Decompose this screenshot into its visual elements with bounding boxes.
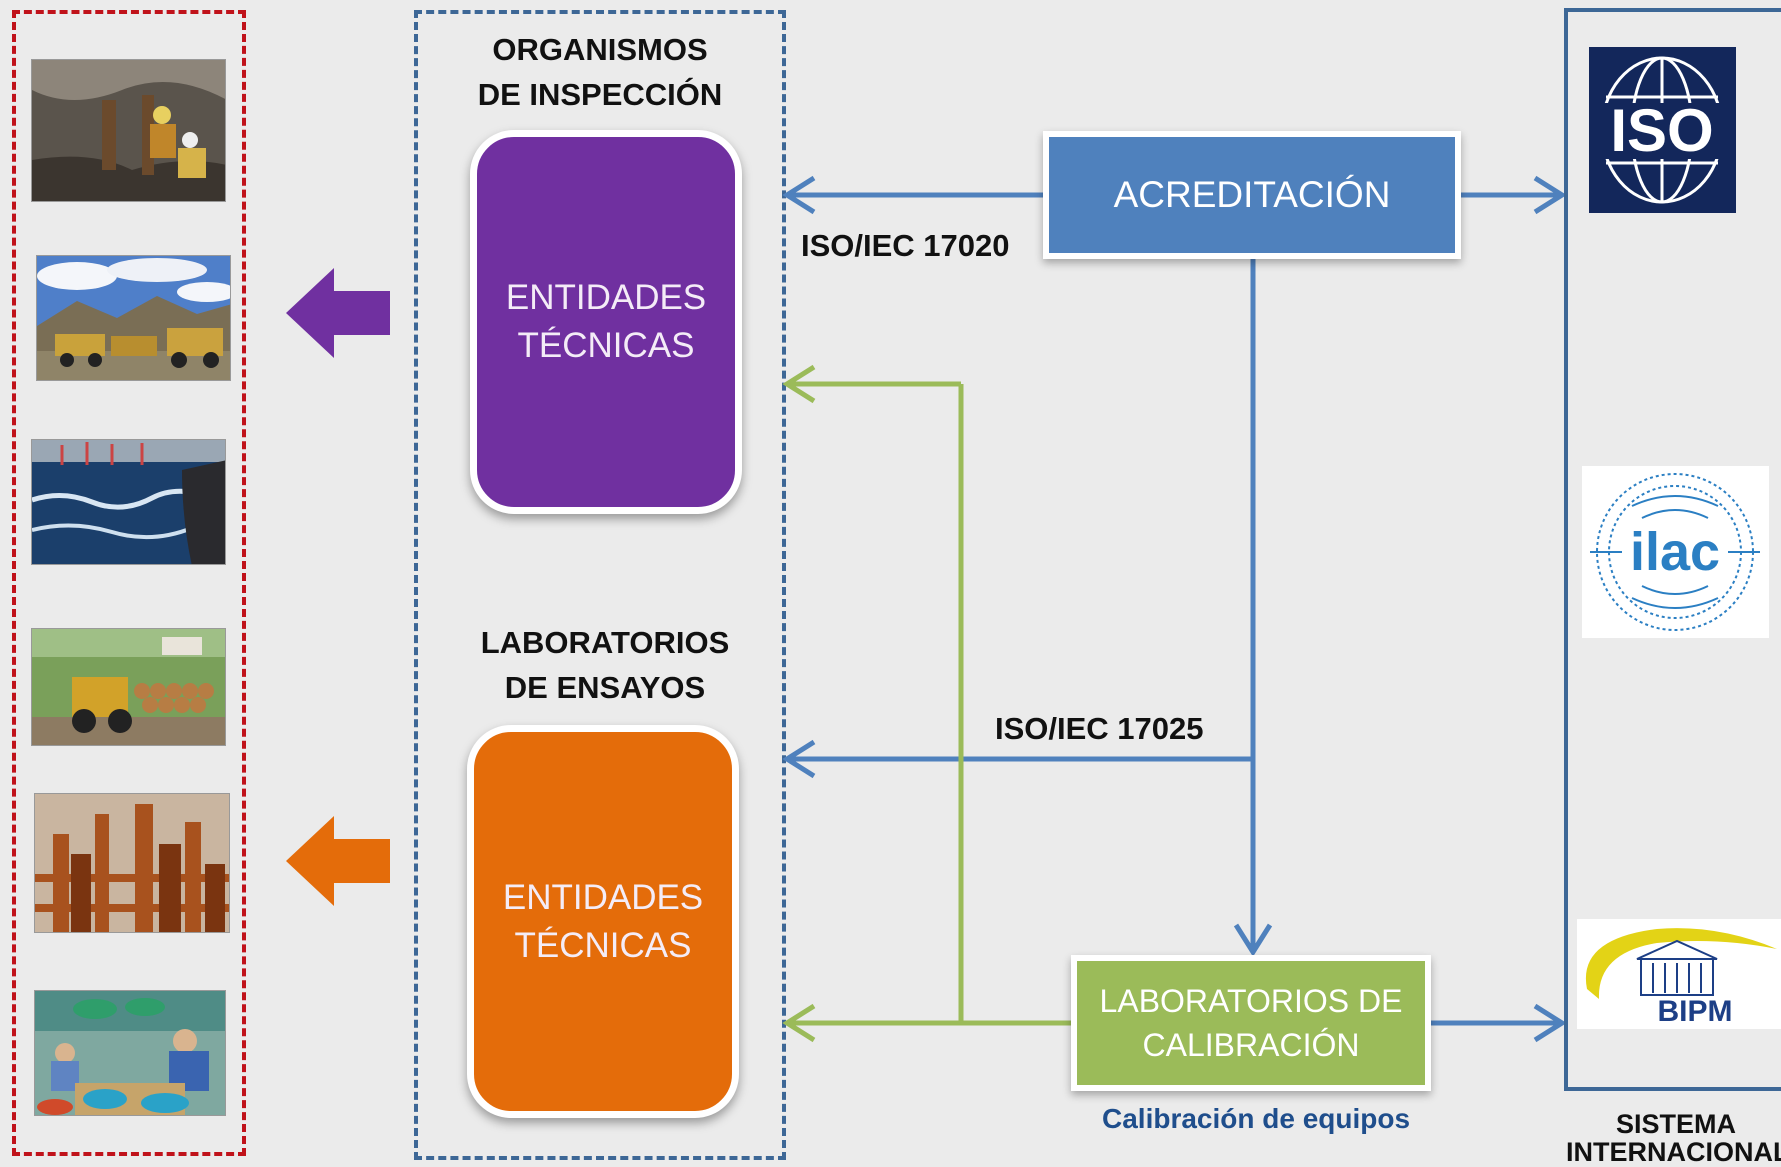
fishing-photo bbox=[31, 439, 226, 565]
international-system-frame bbox=[1564, 8, 1781, 1091]
oil-refinery-photo bbox=[34, 793, 230, 933]
calibration-caption: Calibración de equipos bbox=[1102, 1103, 1411, 1134]
testing-sectors-arrow bbox=[286, 816, 390, 906]
inspection-entity-box: ENTIDADES TÉCNICAS bbox=[470, 130, 742, 514]
iso-iec-17020-label: ISO/IEC 17020 bbox=[801, 228, 1010, 263]
ilac-logo-text: ilac bbox=[1630, 522, 1720, 582]
bipm-logo: BIPM bbox=[1577, 919, 1781, 1029]
testing-entity-box: ENTIDADES TÉCNICAS bbox=[467, 725, 739, 1118]
accreditation-to-inspection-arrow bbox=[782, 175, 1043, 215]
accreditation-to-testing-arrow bbox=[782, 739, 1253, 779]
iso-logo: ISO bbox=[1589, 47, 1736, 213]
accreditation-to-calibration-arrow bbox=[1233, 258, 1273, 957]
food-processing-photo bbox=[34, 990, 226, 1116]
iso-iec-17025-label: ISO/IEC 17025 bbox=[995, 711, 1204, 746]
technical-entities-frame bbox=[414, 10, 786, 1160]
inspection-sectors-arrow bbox=[286, 268, 390, 358]
ilac-logo: ilac bbox=[1582, 466, 1769, 638]
accreditation-to-international-arrow bbox=[1461, 175, 1567, 215]
inspection-heading: ORGANISMOS DE INSPECCIÓN bbox=[477, 32, 723, 112]
calibration-box: LABORATORIOS DE CALIBRACIÓN bbox=[1071, 955, 1431, 1091]
calibration-to-inspection-arrow bbox=[782, 364, 964, 1023]
iso-logo-text: ISO bbox=[1610, 97, 1713, 164]
international-system-caption: SISTEMA INTERNACIONAL bbox=[1566, 1109, 1781, 1167]
calibration-to-international-arrow bbox=[1428, 1003, 1567, 1043]
sectors-frame bbox=[12, 10, 246, 1156]
forestry-photo bbox=[31, 628, 226, 746]
mining-trucks-photo bbox=[36, 255, 231, 381]
accreditation-box: ACREDITACIÓN bbox=[1043, 131, 1461, 259]
mining-photo bbox=[31, 59, 226, 202]
calibration-to-testing-arrow bbox=[782, 1003, 1074, 1043]
testing-heading: LABORATORIOS DE ENSAYOS bbox=[480, 625, 730, 705]
bipm-logo-text: BIPM bbox=[1658, 995, 1733, 1028]
